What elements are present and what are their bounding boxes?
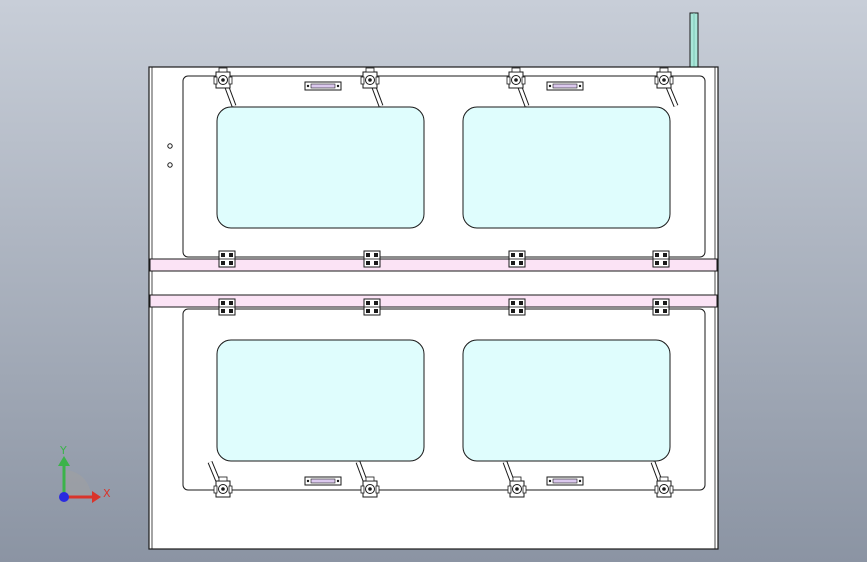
z-axis-dot — [59, 492, 69, 502]
window-upper-left — [216, 106, 425, 229]
hinge — [218, 250, 236, 268]
window-upper-right — [462, 106, 671, 229]
hinge — [652, 250, 670, 268]
latch-clamp — [650, 461, 674, 498]
door-handle — [546, 81, 584, 91]
latch-clamp — [502, 461, 527, 498]
latch-clamp — [355, 461, 380, 498]
coordinate-triad: Y X — [58, 444, 111, 503]
hinge — [363, 298, 381, 316]
mount-hole — [167, 162, 173, 168]
y-axis-label: Y — [59, 444, 67, 457]
latch-clamp — [213, 67, 237, 107]
hinge — [218, 298, 236, 316]
latch-clamp — [506, 67, 530, 107]
hinge — [508, 298, 526, 316]
door-handle — [304, 81, 342, 91]
hinge — [363, 250, 381, 268]
hinge — [652, 298, 670, 316]
rotation-arc-icon — [64, 470, 91, 497]
latch-clamp — [654, 67, 679, 107]
hinge — [508, 250, 526, 268]
door-handle — [546, 476, 584, 486]
window-lower-right — [462, 339, 671, 462]
latch-clamp — [360, 67, 384, 107]
window-lower-left — [216, 339, 425, 462]
x-axis-label: X — [103, 487, 111, 500]
latch-clamp — [207, 461, 233, 498]
door-handle — [304, 476, 342, 486]
mount-hole — [167, 143, 173, 149]
